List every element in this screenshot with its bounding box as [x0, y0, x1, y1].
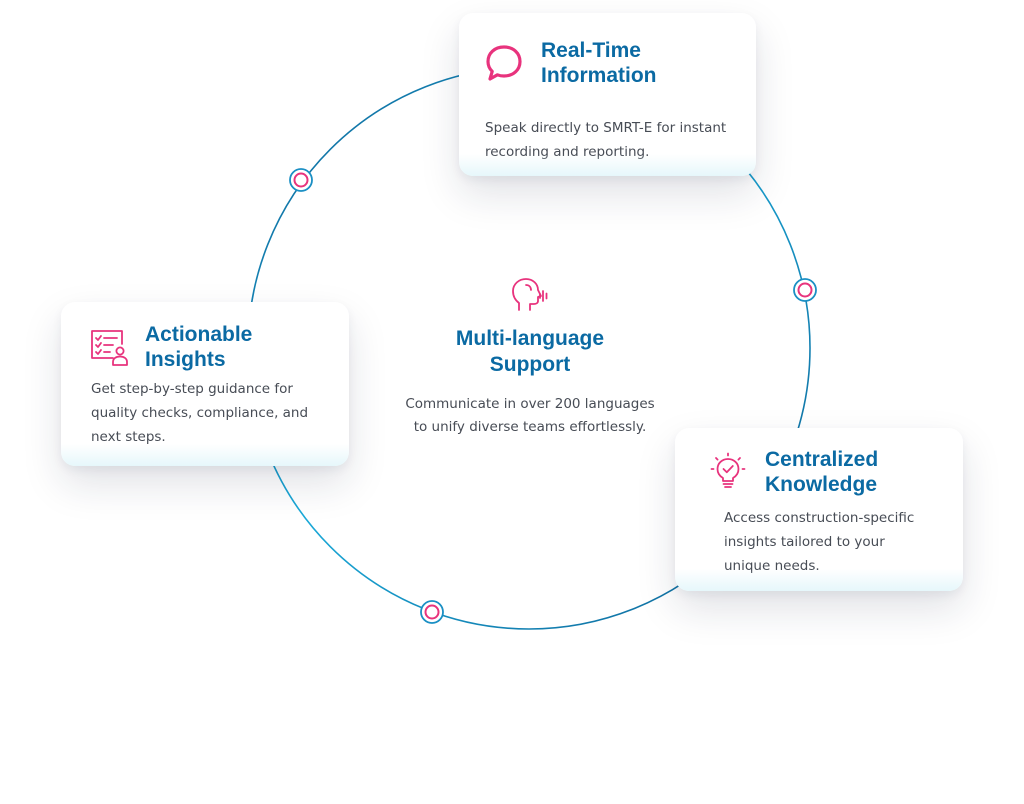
ring-node-bottom	[420, 600, 444, 624]
card-header: Actionable Insights	[88, 322, 325, 372]
lightbulb-check-icon	[710, 452, 746, 488]
card-header: Real-Time Information	[484, 38, 721, 88]
center-feature: Multi-language Support Communicate in ov…	[405, 276, 655, 439]
speaking-head-icon	[512, 278, 548, 311]
ring-node-right	[793, 278, 817, 302]
center-title: Multi-language Support	[455, 327, 605, 376]
ring-node-top-left	[289, 168, 313, 192]
card-header: Centralized Knowledge	[708, 447, 945, 497]
card-actionable-insights: Actionable Insights Get step-by-step gui…	[61, 302, 349, 466]
card-centralized-knowledge: Centralized Knowledge Access constructio…	[675, 428, 963, 591]
card-realtime-information: Real-Time Information Speak directly to …	[459, 13, 756, 176]
card-title: Actionable Insights	[145, 323, 253, 371]
checklist-person-icon	[91, 330, 128, 366]
card-description: Speak directly to SMRT-E for instant rec…	[485, 120, 727, 160]
card-title: Real-Time Information	[541, 39, 657, 87]
card-description: Get step-by-step guidance for quality ch…	[91, 381, 309, 445]
speech-bubble-icon	[486, 45, 522, 81]
card-title: Centralized Knowledge	[765, 448, 879, 496]
card-description: Access construction-specific insights ta…	[724, 510, 915, 574]
center-description: Communicate in over 200 languages to uni…	[405, 396, 655, 435]
